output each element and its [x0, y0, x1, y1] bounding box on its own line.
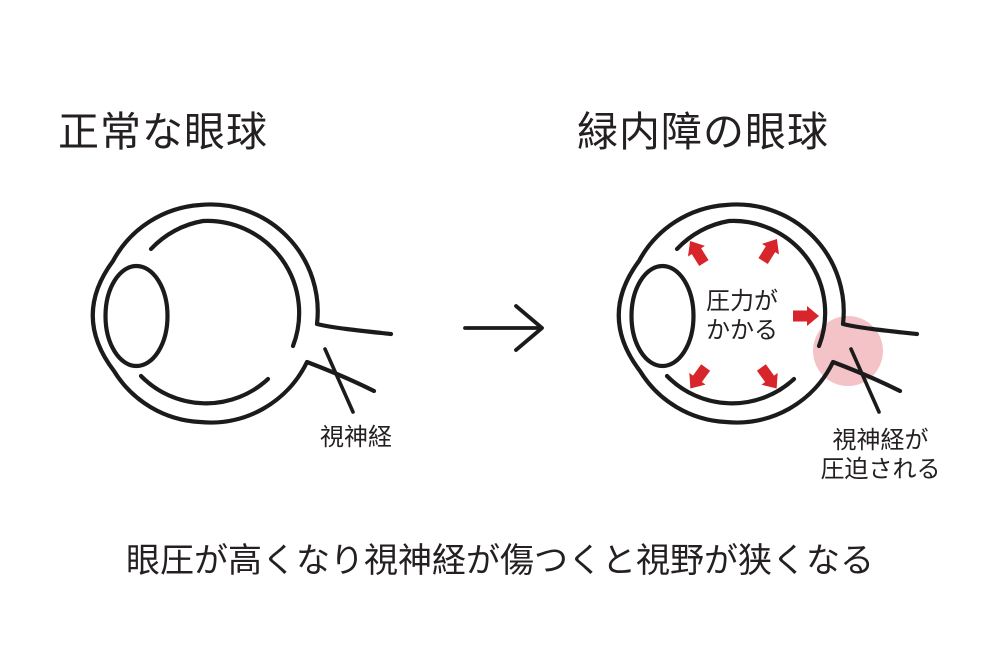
optic-nerve-label: 視神経 [320, 424, 392, 451]
transition-arrow-head [514, 304, 544, 352]
pressure-arrow-down-left-icon [689, 364, 711, 389]
pressure-label-line1: 圧力が [706, 288, 778, 315]
optic-nerve-compressed-label: 視神経が 圧迫される [818, 426, 943, 484]
normal-eye-drawing [93, 204, 391, 422]
pressure-arrow-right-icon [793, 306, 819, 326]
optic-nerve-compressed-line2: 圧迫される [820, 456, 941, 483]
caption: 眼圧が高くなり視神経が傷つくと視野が狭くなる [126, 542, 874, 580]
pressure-arrow-up-left-icon [687, 240, 709, 266]
normal-eye-title: 正常な眼球 [58, 109, 268, 155]
glaucoma-eye-title: 緑内障の眼球 [577, 109, 829, 155]
pressure-arrow-up-right-icon [758, 238, 780, 264]
transition-arrow-icon [463, 304, 544, 352]
pressure-arrow-down-right-icon [756, 364, 778, 389]
pressure-label: 圧力が かかる [692, 287, 792, 345]
optic-nerve-compressed-line1: 視神経が [832, 427, 929, 454]
pressure-label-line2: かかる [706, 317, 778, 344]
pressure-arrows-group [687, 238, 819, 389]
